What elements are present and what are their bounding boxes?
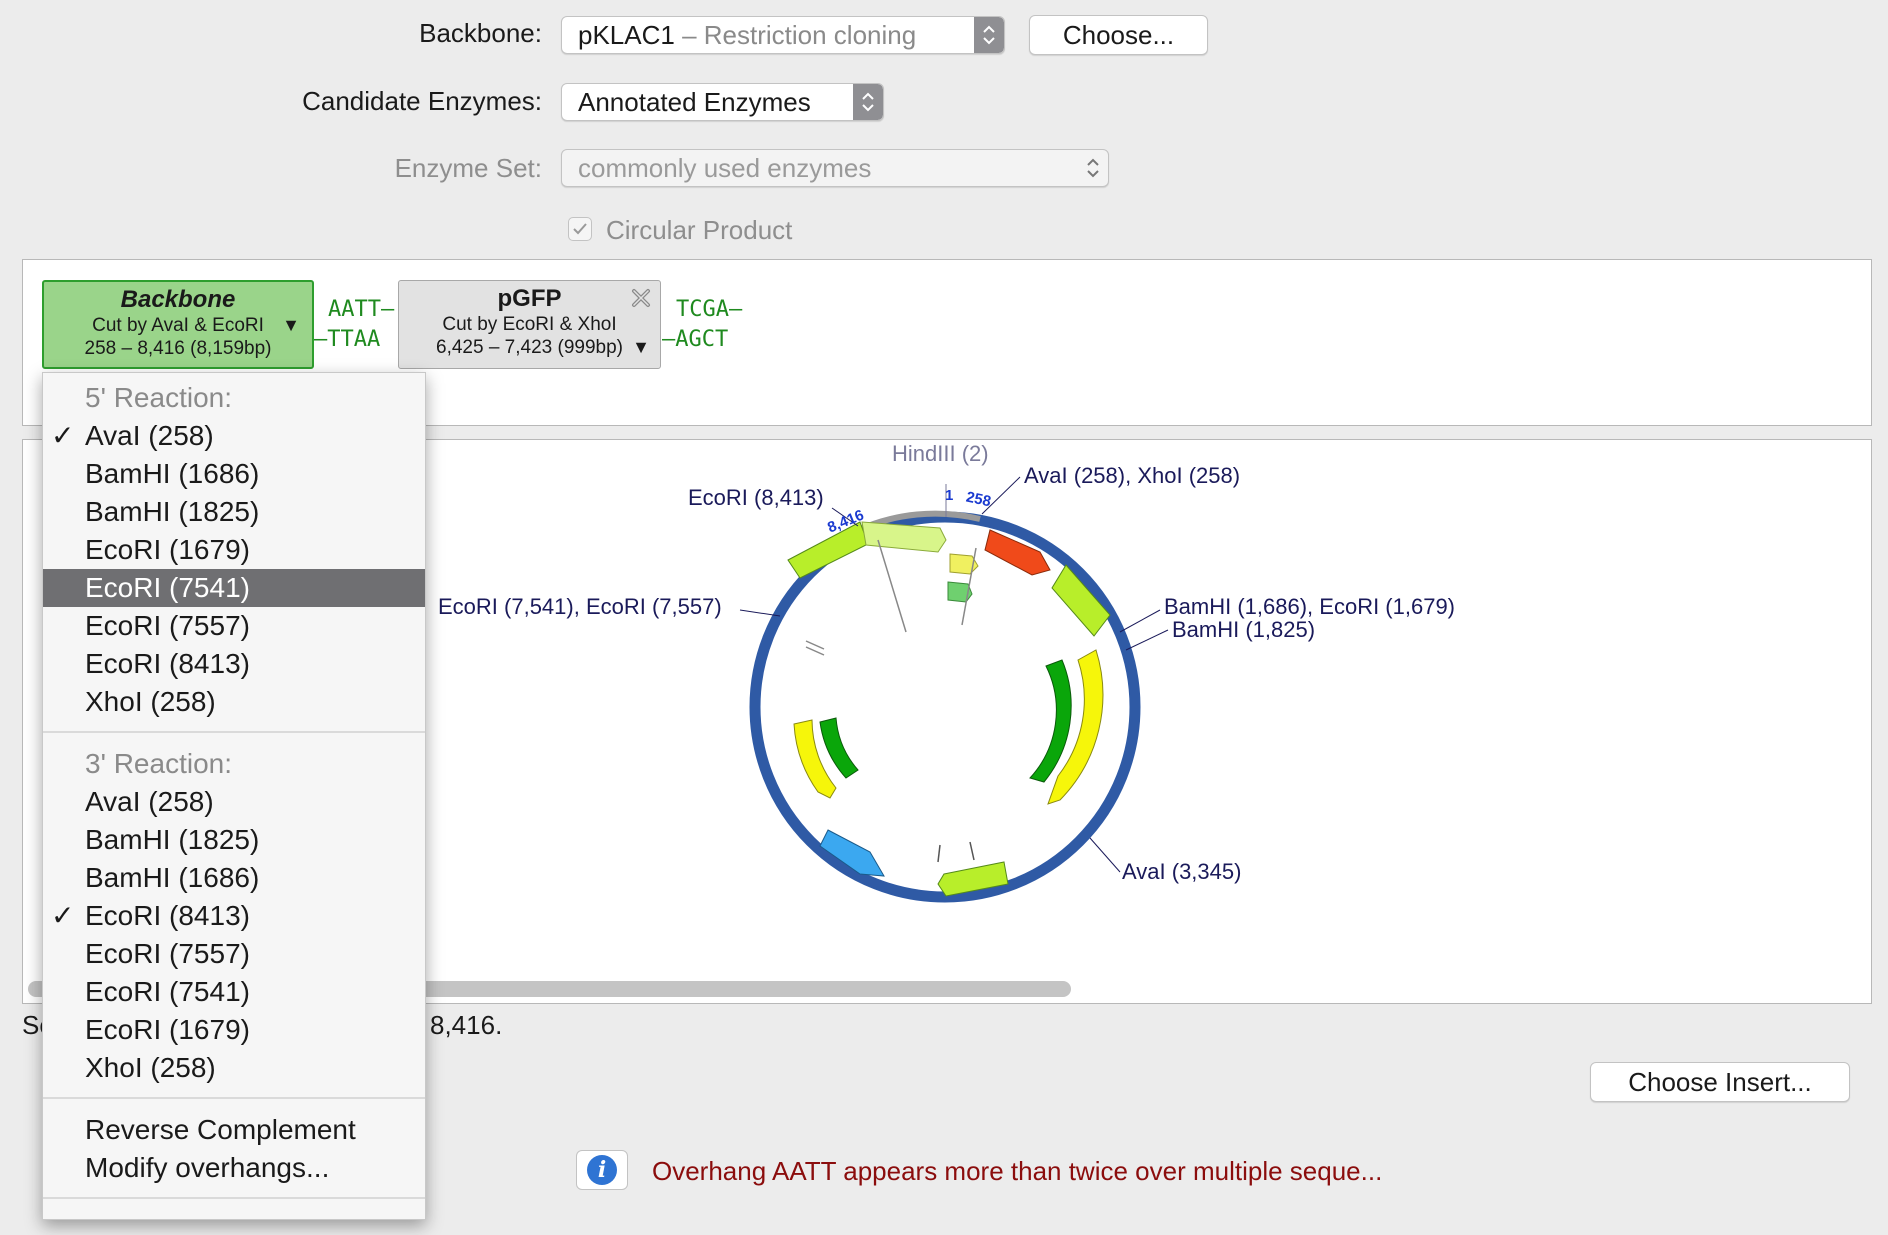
updown-chevron-icon xyxy=(853,84,883,120)
menu-item-3-avai-258[interactable]: AvaI (258) xyxy=(85,786,214,817)
map-label-bamhi-1686[interactable]: BamHI (1,686), EcoRI (1,679) xyxy=(1164,594,1456,619)
menu-item-5-bamhi-1686[interactable]: BamHI (1686) xyxy=(85,458,260,489)
status-suffix: 8,416. xyxy=(430,1010,503,1040)
candidate-enzymes-value: Annotated Enzymes xyxy=(578,87,811,117)
backbone-select[interactable]: pKLAC1 – Restriction cloning xyxy=(561,16,1005,54)
menu-item-5-ecori-1679[interactable]: EcoRI (1679) xyxy=(85,534,250,565)
reaction-menu: 5' Reaction: ✓AvaI (258) BamHI (1686) Ba… xyxy=(42,372,426,1220)
backbone-fragment-range: 258 – 8,416 (8,159bp) xyxy=(84,338,272,359)
enzyme-set-value: commonly used enzymes xyxy=(578,153,872,183)
checkmark-icon: ✓ xyxy=(51,420,75,451)
right-overhang-top: TCGA– xyxy=(676,297,743,322)
left-overhang-bottom: –TTAA xyxy=(314,327,381,352)
checkmark-icon: ✓ xyxy=(51,900,75,931)
backbone-select-sub: – Restriction cloning xyxy=(674,20,917,50)
insert-fragment-range: 6,425 – 7,423 (999bp) xyxy=(436,337,623,358)
menu-item-3-xhoi-258[interactable]: XhoI (258) xyxy=(85,1052,216,1083)
menu-header-5prime: 5' Reaction: xyxy=(85,382,232,413)
feature-inner[interactable] xyxy=(793,719,837,799)
map-label-avai-3345[interactable]: AvaI (3,345) xyxy=(1122,859,1242,884)
menu-item-3-ecori-7541[interactable]: EcoRI (7541) xyxy=(85,976,250,1007)
menu-item-5-avai-258[interactable]: ✓AvaI (258) xyxy=(43,417,425,455)
map-label-ecori-7541[interactable]: EcoRI (7,541), EcoRI (7,557) xyxy=(438,594,722,619)
menu-item-5-ecori-7557[interactable]: EcoRI (7557) xyxy=(85,610,250,641)
map-label-bamhi-1825[interactable]: BamHI (1,825) xyxy=(1172,617,1316,642)
feature-arc[interactable] xyxy=(819,829,885,877)
menu-separator xyxy=(43,1197,425,1199)
plasmid-map xyxy=(739,476,1169,903)
feature-inner[interactable] xyxy=(1029,659,1072,783)
map-position-1: 1 xyxy=(945,487,954,504)
enzyme-set-select[interactable]: commonly used enzymes xyxy=(561,149,1109,187)
backbone-select-value: pKLAC1 xyxy=(578,20,675,50)
feature-inner[interactable] xyxy=(819,717,859,779)
updown-chevron-icon xyxy=(974,17,1004,53)
choose-insert-button[interactable]: Choose Insert... xyxy=(1590,1062,1850,1102)
backbone-label: Backbone: xyxy=(419,18,542,48)
menu-item-5-bamhi-1825[interactable]: BamHI (1825) xyxy=(85,496,260,527)
map-label-ava-xho[interactable]: AvaI (258), XhoI (258) xyxy=(1024,463,1241,488)
menu-item-5-ecori-8413[interactable]: EcoRI (8413) xyxy=(85,648,250,679)
feature-inner[interactable] xyxy=(1047,649,1104,805)
overhang-warning: Overhang AATT appears more than twice ov… xyxy=(652,1156,1383,1186)
menu-item-3-ecori-7557[interactable]: EcoRI (7557) xyxy=(85,938,250,969)
feature-small[interactable] xyxy=(949,553,979,575)
info-button[interactable]: i xyxy=(576,1150,628,1190)
menu-item-5-ecori-7541[interactable]: EcoRI (7541) xyxy=(43,569,425,607)
feature-arc[interactable] xyxy=(861,521,947,553)
choose-backbone-button[interactable]: Choose... xyxy=(1029,15,1208,55)
menu-item-3-ecori-1679[interactable]: EcoRI (1679) xyxy=(85,1014,250,1045)
candidate-enzymes-label: Candidate Enzymes: xyxy=(302,86,542,116)
feature-small[interactable] xyxy=(947,581,973,603)
feature-arc[interactable] xyxy=(984,529,1051,576)
circular-product-label: Circular Product xyxy=(606,215,793,245)
info-icon: i xyxy=(587,1155,617,1185)
candidate-enzymes-select[interactable]: Annotated Enzymes xyxy=(561,83,884,121)
feature-arc[interactable] xyxy=(787,521,869,579)
feature-arc[interactable] xyxy=(1051,564,1111,637)
map-label-ecori-8413[interactable]: EcoRI (8,413) xyxy=(688,485,824,510)
dropdown-arrow-icon[interactable]: ▼ xyxy=(282,315,300,335)
menu-item-3-bamhi-1686[interactable]: BamHI (1686) xyxy=(85,862,260,893)
remove-fragment-icon[interactable] xyxy=(630,287,652,309)
updown-chevron-icon xyxy=(1078,150,1108,186)
backbone-fragment-cut: Cut by AvaI & EcoRI xyxy=(92,315,264,336)
insert-fragment-cut: Cut by EcoRI & XhoI xyxy=(442,314,617,335)
insert-fragment-title: pGFP xyxy=(497,285,562,312)
right-overhang-bottom: –AGCT xyxy=(662,327,729,352)
menu-item-5-xhoi-258[interactable]: XhoI (258) xyxy=(85,686,216,717)
checkmark-icon xyxy=(573,223,587,235)
backbone-ring xyxy=(749,511,1141,903)
menu-separator xyxy=(43,1097,425,1099)
backbone-fragment[interactable]: Backbone Cut by AvaI & EcoRI ▼ 258 – 8,4… xyxy=(42,280,314,369)
menu-item-reverse-complement[interactable]: Reverse Complement xyxy=(85,1114,356,1145)
menu-item-3-bamhi-1825[interactable]: BamHI (1825) xyxy=(85,824,260,855)
map-label-hindiii[interactable]: HindIII (2) xyxy=(892,441,989,466)
menu-separator xyxy=(43,731,425,733)
insert-fragment[interactable]: pGFP Cut by EcoRI & XhoI 6,425 – 7,423 (… xyxy=(398,280,661,369)
feature-arc[interactable] xyxy=(937,861,1009,897)
dropdown-arrow-icon[interactable]: ▼ xyxy=(632,337,650,357)
menu-item-modify-overhangs[interactable]: Modify overhangs... xyxy=(85,1152,330,1183)
menu-header-3prime: 3' Reaction: xyxy=(85,748,232,779)
left-overhang-top: AATT– xyxy=(328,297,395,322)
enzyme-set-label: Enzyme Set: xyxy=(394,153,542,183)
backbone-fragment-title: Backbone xyxy=(120,286,236,313)
circular-product-checkbox[interactable] xyxy=(568,217,592,241)
menu-item-3-ecori-8413[interactable]: ✓EcoRI (8413) xyxy=(43,897,425,935)
